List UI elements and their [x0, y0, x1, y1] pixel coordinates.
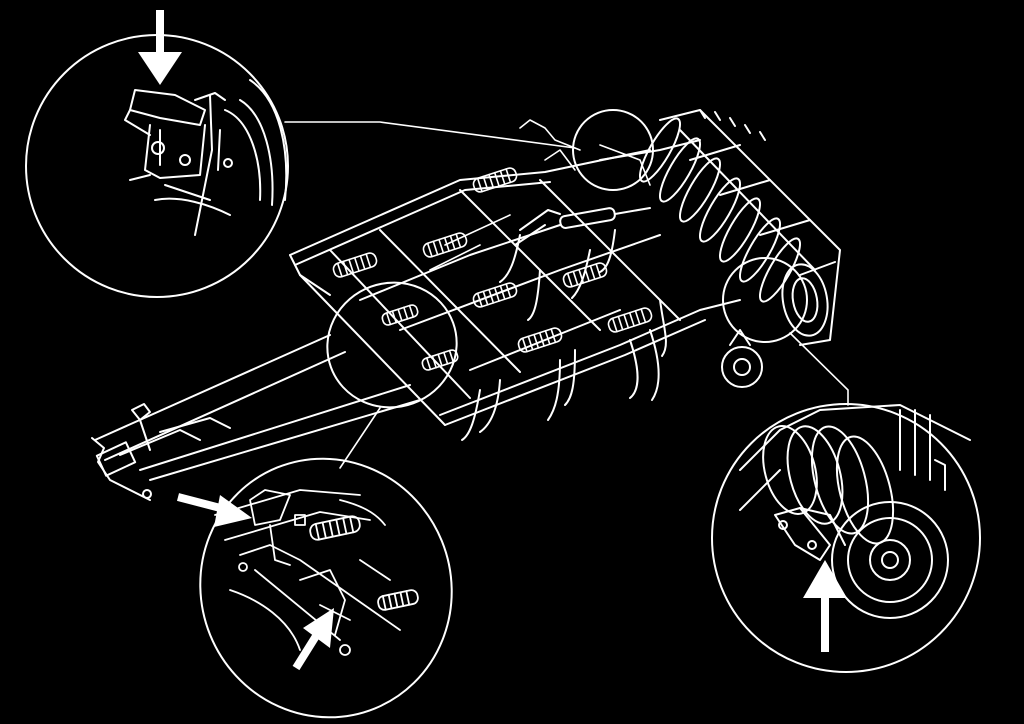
- arrow-down-icon: [138, 10, 182, 85]
- locator-circle-top: [572, 109, 654, 191]
- tine-springs: [332, 167, 653, 371]
- upper-assembly: [429, 119, 651, 271]
- detail-top-left: [25, 10, 289, 298]
- main-machine: [91, 109, 841, 501]
- detail-bottom-center: [176, 457, 453, 719]
- depth-wheel: [721, 329, 763, 388]
- detail-right-roller: [739, 404, 971, 619]
- drawbar-hitch: [91, 334, 421, 501]
- arrow-diagonal-icon: [176, 493, 334, 671]
- hydraulic-cylinder: [514, 207, 651, 246]
- arrow-up-icon: [803, 560, 847, 652]
- detail-right: [711, 403, 981, 673]
- cultivator-tines: [461, 229, 667, 441]
- locator-circle-right: [722, 257, 808, 343]
- rear-roller: [639, 109, 841, 346]
- detail-top-left-bracket: [124, 79, 288, 236]
- locator-ellipse-center: [326, 281, 458, 409]
- leader-lines: [284, 121, 849, 469]
- main-frame: [289, 139, 741, 426]
